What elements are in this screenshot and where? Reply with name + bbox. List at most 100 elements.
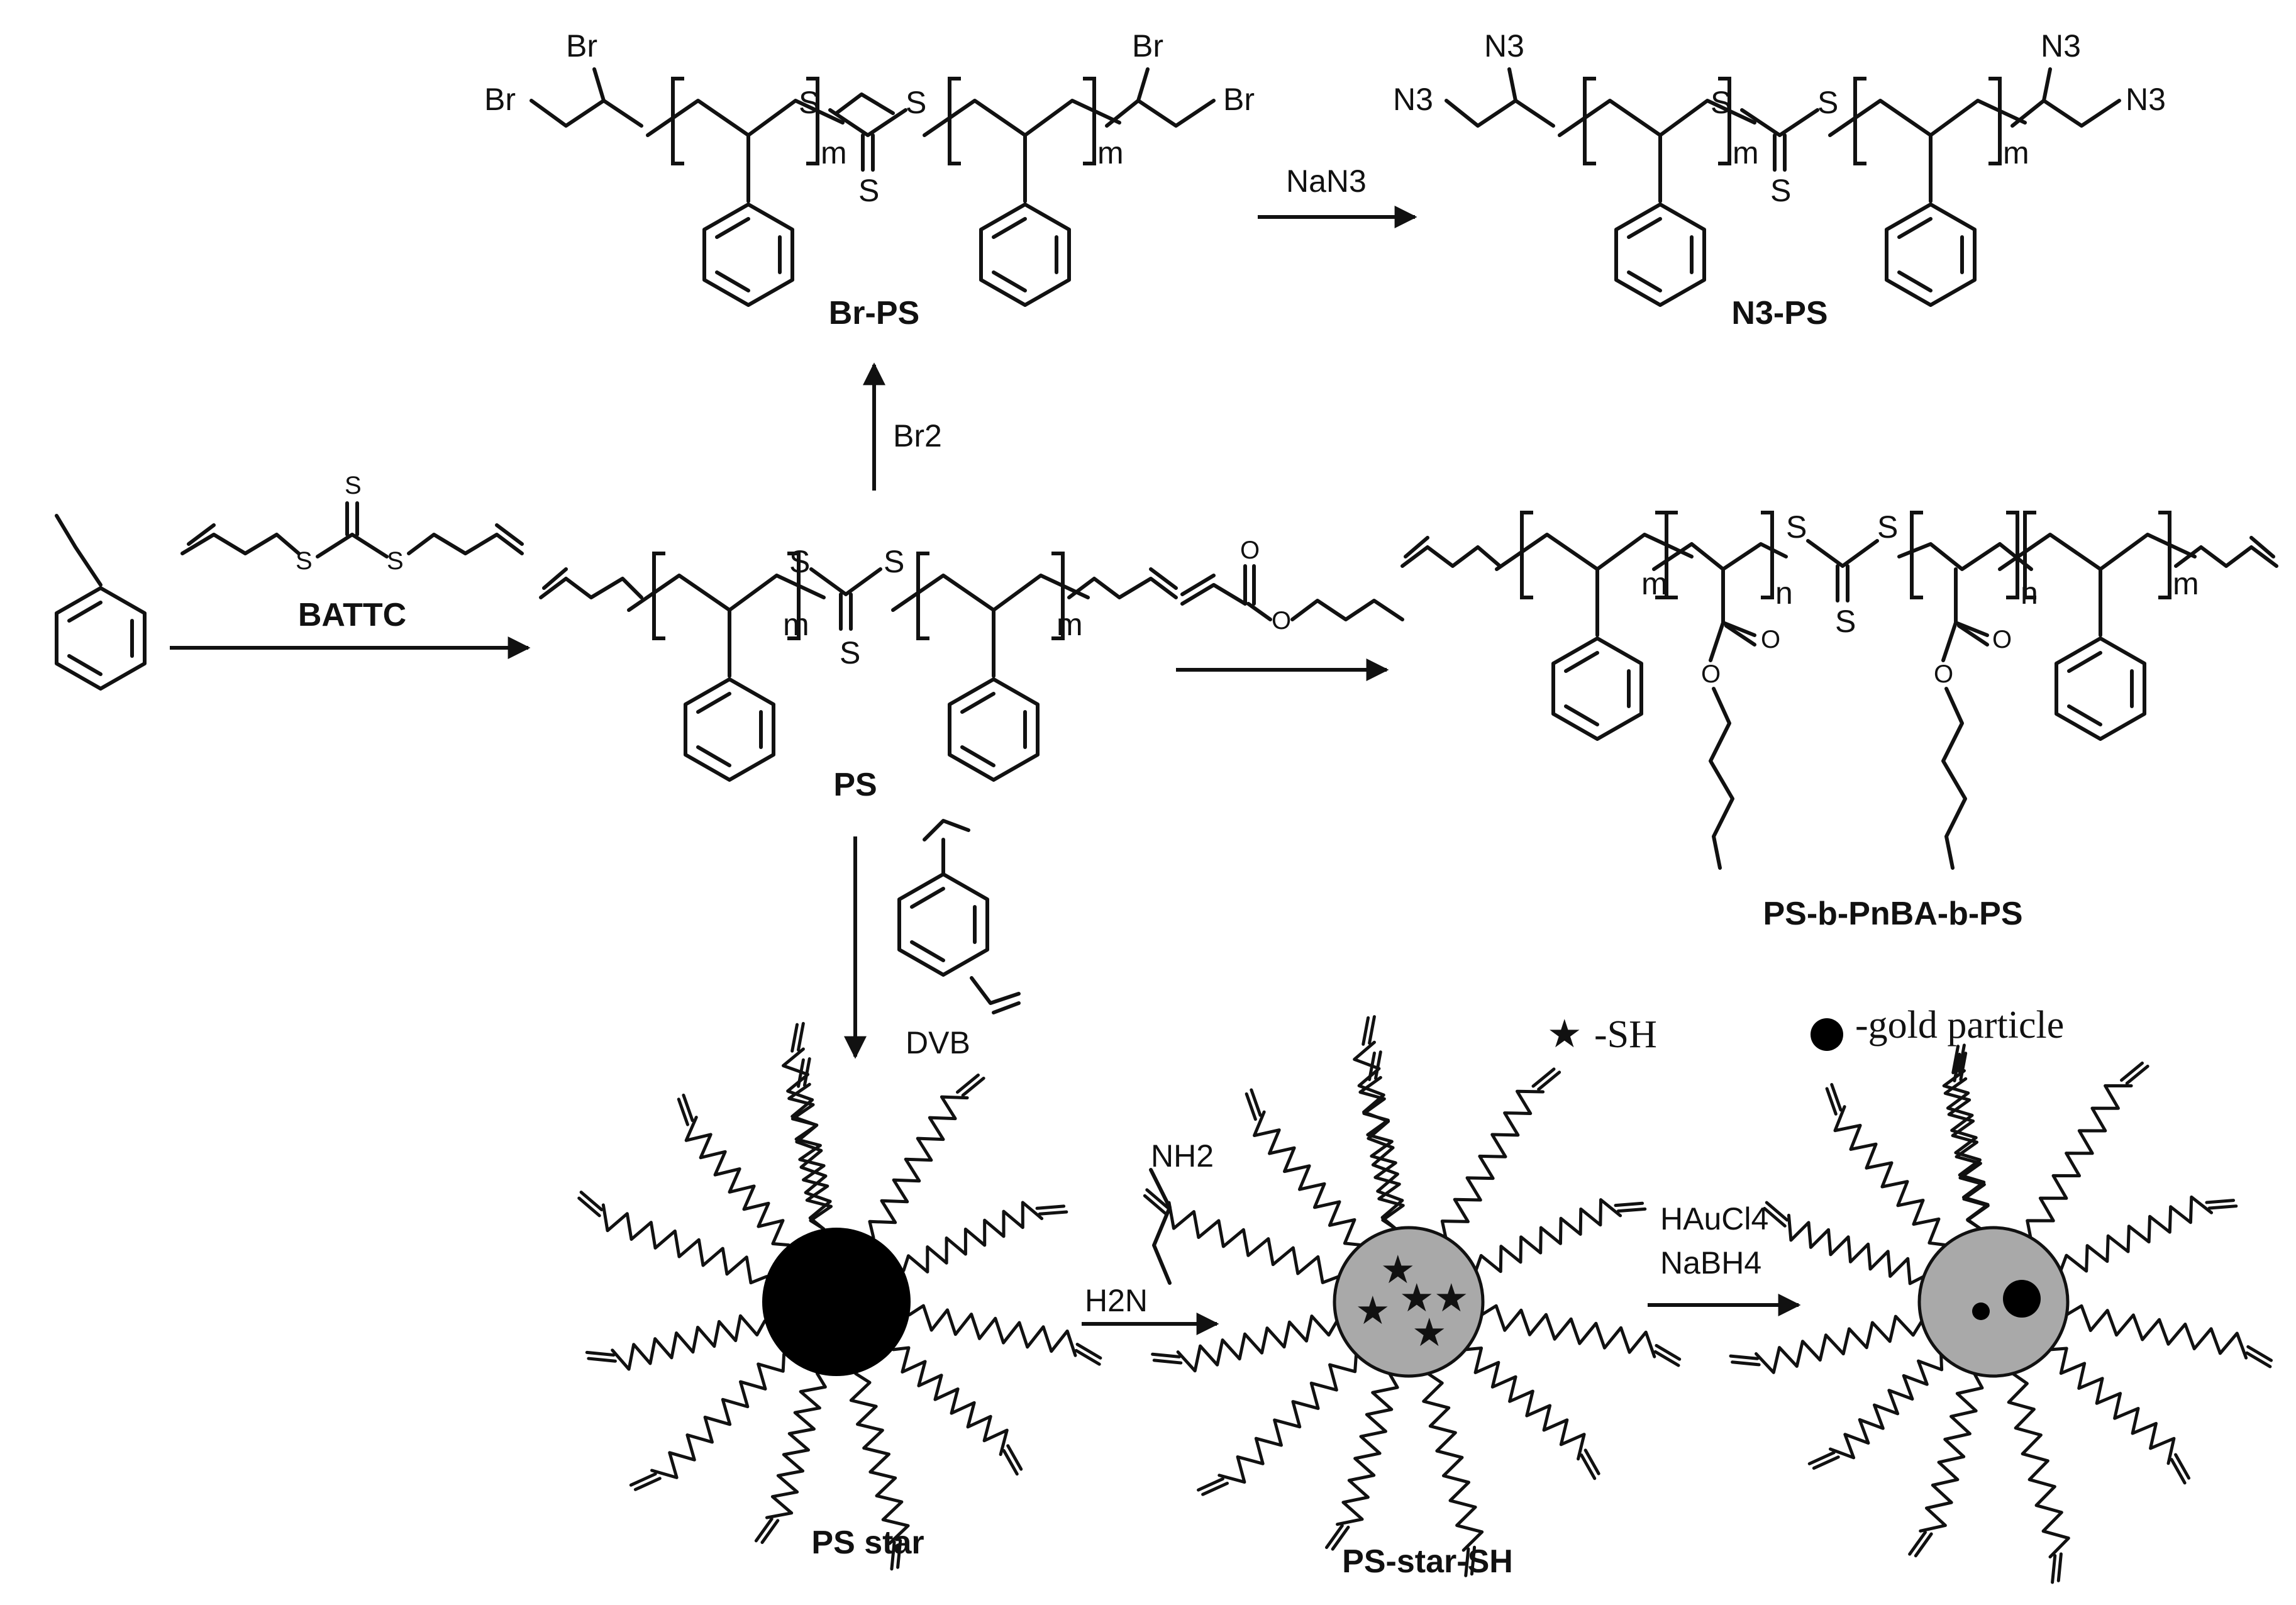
- vinyl-end-group: [2120, 1061, 2149, 1086]
- polymer-arm: [1167, 1201, 1341, 1284]
- atom-br-1: Br: [484, 82, 516, 117]
- polymer-arm: [782, 1047, 832, 1231]
- gold-star-core-grey: [1917, 1226, 2070, 1378]
- vinyl-end-group: [1531, 1067, 1561, 1091]
- atom-s-battc-2: S: [345, 472, 362, 499]
- atom-br-2: Br: [566, 28, 597, 64]
- polymer-arm: [1336, 1372, 1399, 1526]
- reagent-dvb: DVB: [906, 1025, 970, 1060]
- label-battc: BATTC: [298, 597, 406, 633]
- polymer-arm: [2007, 1372, 2070, 1559]
- nan3-arrow: NaN3: [1258, 164, 1417, 228]
- subscript-m-1: m: [821, 135, 847, 170]
- reagent-br2: Br2: [893, 418, 942, 453]
- atom-s-8: S: [840, 635, 860, 670]
- ps-star-core-black: [762, 1228, 911, 1376]
- atom-s-3: S: [906, 85, 926, 120]
- gold-particle-small: [1972, 1302, 1990, 1320]
- atom-o-1: O: [1761, 626, 1780, 653]
- vinyl-end-group: [1908, 1530, 1933, 1558]
- butyl-acrylate-arrow: O O: [1176, 536, 1404, 681]
- reagent-nh2: NH2: [1151, 1138, 1214, 1174]
- vinyl-end-group: [1002, 1444, 1023, 1476]
- vinyl-end-group: [754, 1517, 780, 1544]
- polymer-arm: [1474, 1198, 1622, 1274]
- atom-o-ba-2: O: [1272, 607, 1291, 635]
- gold-reduction-arrow: HAuCl4 NaBH4: [1648, 1201, 1801, 1316]
- polymer-arm: [1217, 1352, 1358, 1484]
- polymer-arm: [849, 1372, 910, 1545]
- vinyl-end-group: [577, 1191, 604, 1218]
- polymer-arm: [902, 1201, 1044, 1274]
- vinyl-end-group: [2051, 1552, 2063, 1584]
- label-ps-star: PS star: [811, 1524, 924, 1561]
- vinyl-end-group: [1245, 1088, 1262, 1121]
- n3-ps-structure: N3 N3 m S S S m N3 N3 N3-PS: [1393, 28, 2166, 331]
- vinyl-end-group: [1763, 1201, 1789, 1228]
- vinyl-end-group: [1143, 1188, 1169, 1215]
- label-ps: PS: [833, 767, 877, 803]
- label-n3-ps: N3-PS: [1731, 295, 1827, 331]
- star-icon: ★: [1380, 1249, 1416, 1292]
- polymer-arm: [1943, 1077, 1990, 1231]
- polymer-arm: [1919, 1372, 1984, 1533]
- vinyl-end-group: [1729, 1354, 1761, 1367]
- polymer-arm: [1480, 1304, 1656, 1358]
- star-icon: ★: [1399, 1277, 1434, 1320]
- ps-star: [577, 1021, 1102, 1571]
- vinyl-end-group: [677, 1093, 694, 1126]
- vinyl-end-group: [1807, 1451, 1840, 1470]
- polymer-arm: [2059, 1195, 2214, 1273]
- star-polymers: [577, 1015, 2273, 1584]
- vinyl-end-group: [1197, 1477, 1229, 1496]
- ps-star-gold: [1729, 1043, 2273, 1584]
- reagent-haucl4: HAuCl4: [1660, 1201, 1768, 1236]
- vinyl-end-group: [1614, 1201, 1647, 1213]
- polymer-arm: [1358, 1075, 1405, 1231]
- polymer-arm: [611, 1314, 767, 1371]
- atom-o-2: O: [1701, 660, 1721, 688]
- gold-particle-large: [2003, 1280, 2041, 1318]
- atom-n3-3: N3: [2041, 28, 2081, 64]
- polymer-arm: [1833, 1105, 1948, 1247]
- vinyl-end-group: [629, 1472, 662, 1491]
- vinyl-end-group: [1951, 1043, 1966, 1075]
- atom-br-3: Br: [1132, 28, 1163, 64]
- label-ps-star-sh: PS-star-SH: [1342, 1543, 1513, 1580]
- legend-gold: -gold particle: [1855, 1004, 2064, 1047]
- vinyl-end-group: [1464, 1545, 1477, 1577]
- polymer-arm: [1828, 1352, 1944, 1460]
- atom-br-4: Br: [1223, 82, 1255, 117]
- subscript-m-7: m: [1641, 566, 1668, 601]
- star-icon: ★: [1355, 1290, 1390, 1333]
- polymer-arm: [601, 1203, 768, 1285]
- atom-n3-2: N3: [1484, 28, 1524, 64]
- polymer-arm: [1422, 1372, 1484, 1552]
- subscript-m-4: m: [2003, 135, 2029, 170]
- atom-s-2: S: [858, 173, 879, 208]
- ps-star-sh: [1143, 1015, 1682, 1577]
- polymer-arm: [891, 1346, 1009, 1457]
- atom-s-10: S: [1786, 509, 1807, 545]
- block-copolymer-structure: m O O n S S S O O n m PS-b-PnBA-b-PS: [1400, 509, 2278, 932]
- polymer-arm: [2048, 1347, 2176, 1465]
- vinyl-end-group: [790, 1021, 805, 1053]
- polymer-arm: [2026, 1084, 2133, 1240]
- ps-star-sh-core-grey: [1333, 1226, 1485, 1378]
- atom-n3-1: N3: [1393, 82, 1433, 117]
- br-ps-structure: Br Br m S S S m Br Br Br-PS: [484, 28, 1255, 331]
- reagent-nan3: NaN3: [1286, 164, 1367, 199]
- polymer-arm: [1440, 1089, 1545, 1240]
- subscript-m-3: m: [1733, 135, 1759, 170]
- vinyl-end-group: [890, 1539, 902, 1571]
- polymer-arm: [1463, 1346, 1586, 1461]
- legend: ★ -SH -gold particle: [1547, 1004, 2064, 1056]
- atom-o-3: O: [1992, 626, 2012, 653]
- star-icon: ★: [1547, 1013, 1582, 1056]
- polymer-arm: [868, 1095, 969, 1240]
- vinyl-end-group: [1074, 1343, 1102, 1366]
- polymer-arm: [1253, 1110, 1363, 1247]
- reagent-nabh4: NaBH4: [1660, 1245, 1761, 1280]
- star-icon: ★: [1412, 1312, 1447, 1355]
- label-block-copolymer: PS-b-PnBA-b-PS: [1763, 896, 2022, 932]
